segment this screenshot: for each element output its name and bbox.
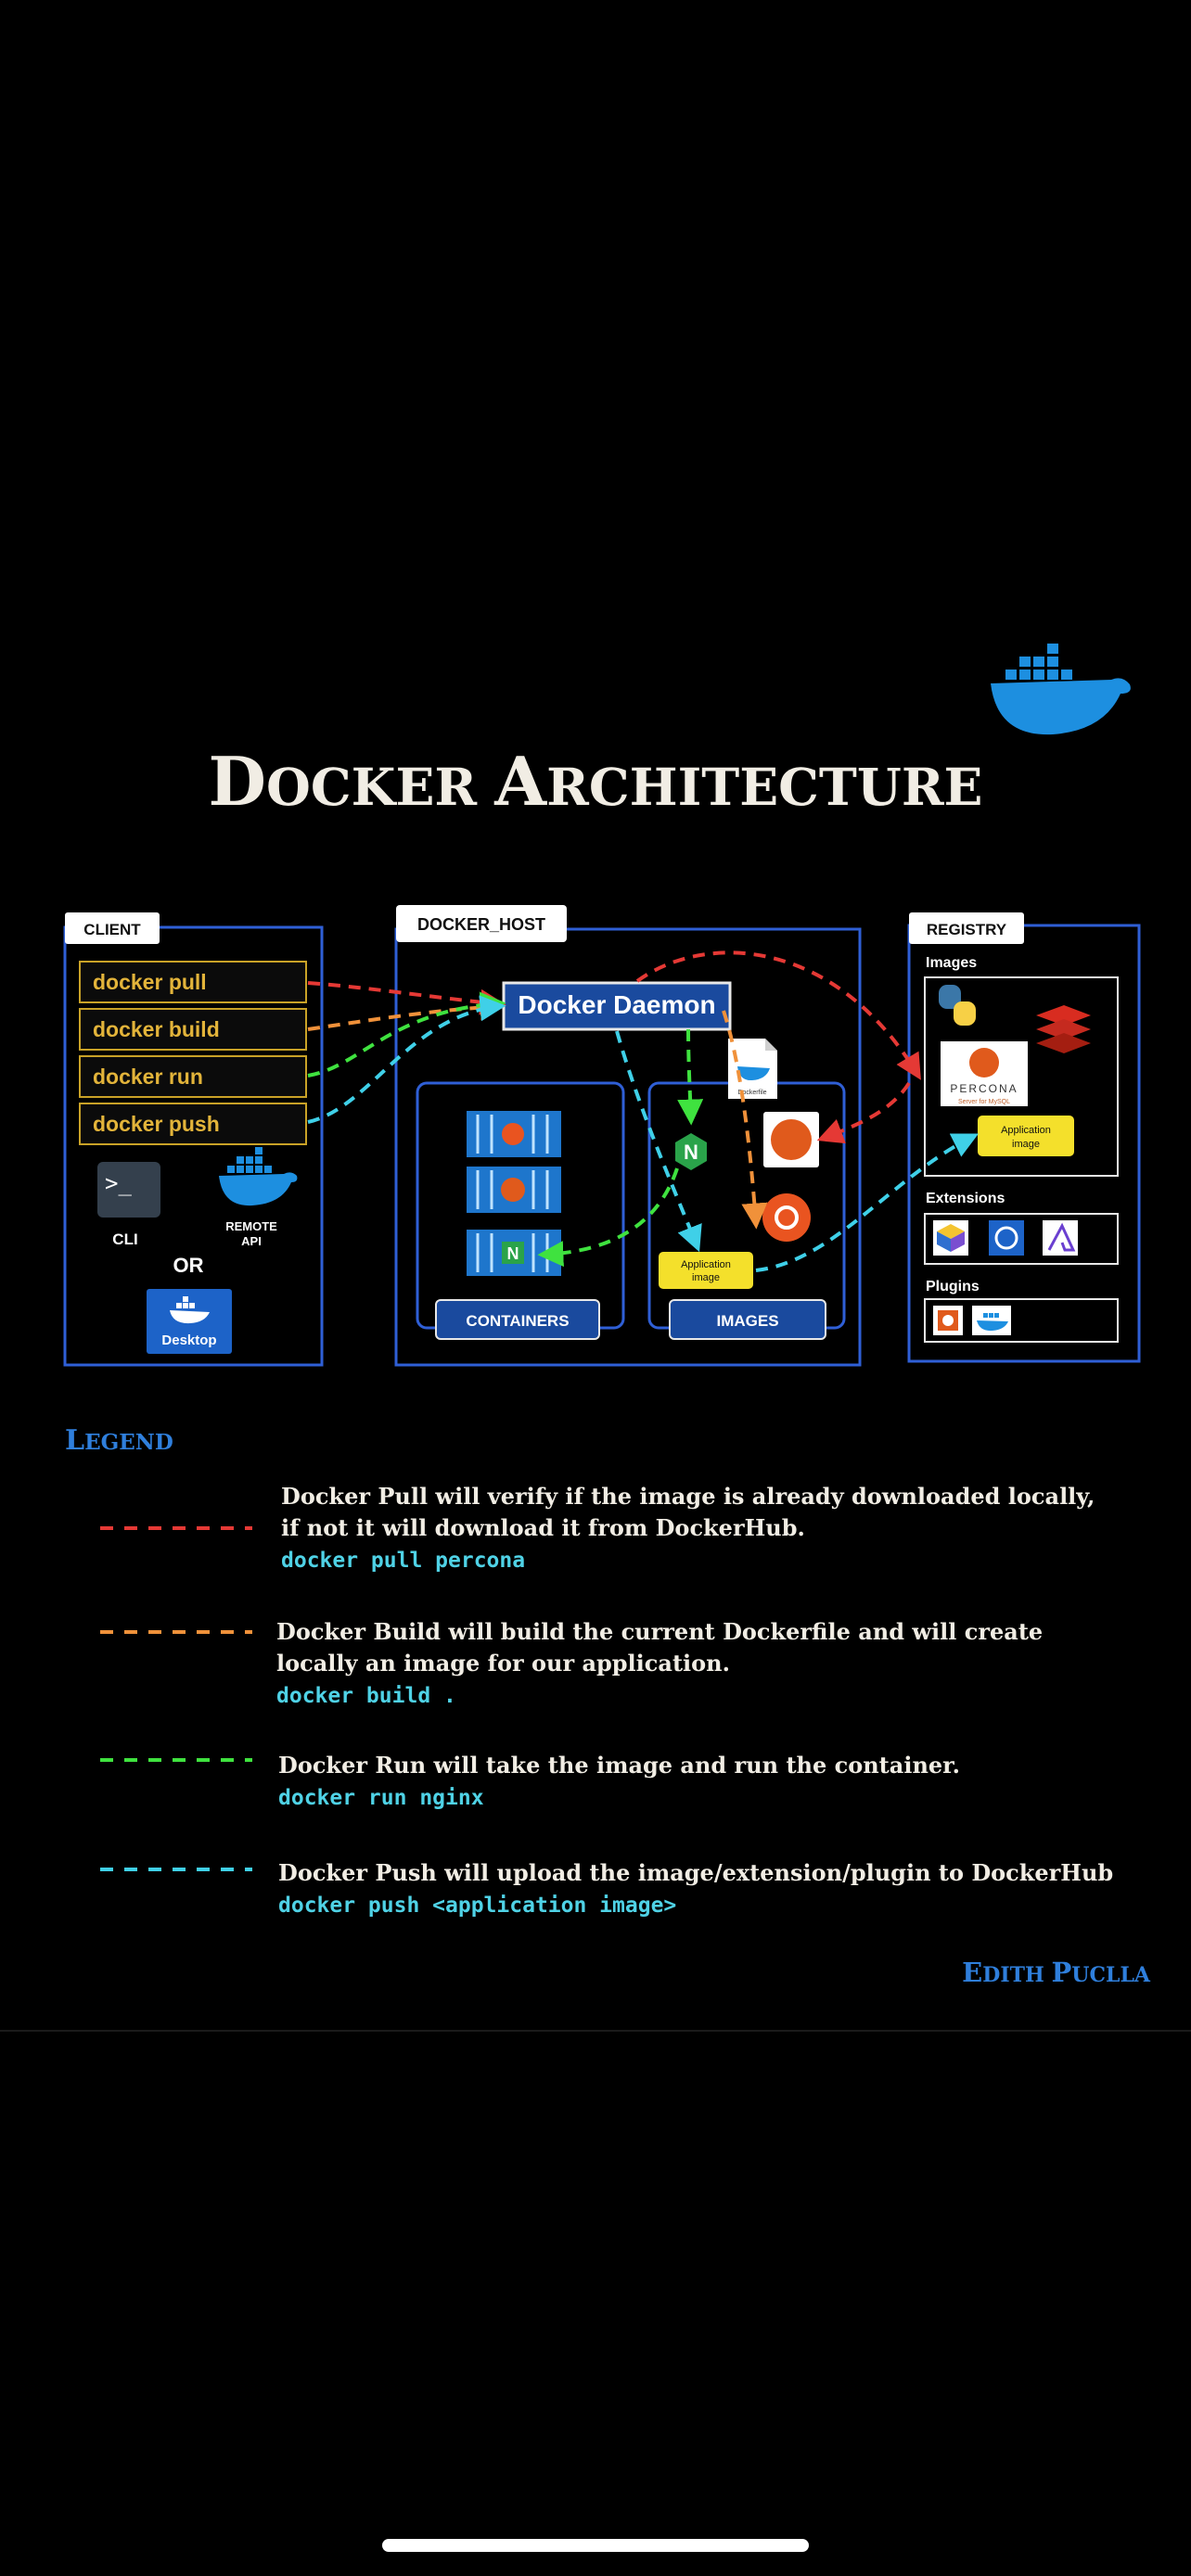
build-arrow-daemon-images [722,1010,768,1230]
docker-host-label: DOCKER_HOST [417,915,545,934]
push-arrow-daemon-images [615,1030,702,1253]
svg-text:docker build: docker build [93,1017,220,1041]
registry-extensions-label: Extensions [926,1191,1005,1206]
legend-title: LEGEND [65,1424,173,1457]
pull-arrow-daemon-registry [635,950,921,1080]
svg-text:image: image [692,1272,720,1283]
nginx-image-icon: N [675,1133,707,1170]
svg-text:Docker Build will build the cu: Docker Build will build the current Dock… [276,1618,1043,1645]
svg-text:docker pull: docker pull [93,970,207,994]
svg-text:docker run: docker run [93,1065,203,1089]
container-server-2 [467,1167,561,1213]
ubuntu-image-icon [762,1193,811,1242]
svg-text:N: N [684,1141,698,1164]
legend-entry-build: Docker Build will build the current Dock… [100,1618,1043,1708]
extension-triangle-icon [1043,1220,1078,1256]
registry-plugins-label: Plugins [926,1279,980,1294]
docker-whale-logo [991,644,1131,735]
remote-api-whale-icon [219,1147,298,1206]
command-docker-pull[interactable]: docker pull [79,961,307,1003]
docker-daemon-box[interactable]: Docker Daemon [502,981,732,1031]
ubuntu-icon [502,1123,524,1145]
pull-arrow-registry-images [816,1081,911,1144]
flow-arrows [307,950,980,1272]
svg-text:Docker Run will take the image: Docker Run will take the image and run t… [278,1752,960,1779]
push-arrow-images-registry [755,1133,980,1272]
registry-panel: REGISTRY [907,912,1141,1363]
plugin-gear-icon [933,1306,963,1335]
images-button[interactable]: IMAGES [669,1299,826,1340]
svg-text:Server for MySQL: Server for MySQL [958,1099,1010,1105]
extension-cube-icon [933,1220,968,1256]
svg-text:image: image [1012,1139,1040,1150]
percona-image-icon [763,1112,819,1167]
svg-text:docker push: docker push [93,1112,220,1136]
docker-desktop-tile[interactable]: Desktop [147,1289,232,1354]
svg-text:Dockerfile: Dockerfile [737,1090,766,1096]
svg-text:locally an image for our appli: locally an image for our application. [276,1650,730,1677]
container-server-1 [467,1111,561,1157]
dockerfile-icon: Dockerfile [728,1039,777,1099]
svg-text:docker pull percona: docker pull percona [281,1549,525,1573]
svg-text:docker run nginx: docker run nginx [278,1786,484,1810]
redis-icon [1036,1005,1091,1053]
terminal-icon: >_ [97,1162,160,1218]
application-image-registry: Application image [978,1116,1074,1156]
legend-entry-push: Docker Push will upload the image/extens… [100,1859,1113,1918]
run-arrow-daemon-images [677,1028,704,1126]
cli-label: CLI [112,1231,137,1248]
docker-host-panel: DOCKER_HOST [394,905,862,1367]
percona-icon [501,1178,525,1202]
legend-entry-run: Docker Run will take the image and run t… [100,1752,960,1810]
svg-text:docker push <application image: docker push <application image> [278,1894,676,1918]
svg-text:>_: >_ [105,1170,132,1196]
svg-text:PERCONA: PERCONA [950,1082,1018,1095]
author-credit: EDITH PUCLLA [962,1957,1151,1988]
or-label: OR [173,1254,204,1277]
svg-text:N: N [507,1244,519,1263]
remote-api-label-2: API [241,1234,262,1248]
svg-text:Docker Pull will verify if the: Docker Pull will verify if the image is … [281,1483,1095,1510]
pull-arrow-client-daemon [307,981,506,1015]
svg-text:Application: Application [681,1259,731,1270]
desktop-label: Desktop [161,1333,216,1348]
svg-text:IMAGES: IMAGES [716,1312,778,1330]
client-label: CLIENT [83,921,141,938]
percona-registry-icon: PERCONA Server for MySQL [941,1041,1028,1106]
registry-plugins-box [924,1298,1119,1343]
registry-label: REGISTRY [927,921,1007,938]
svg-text:Application: Application [1001,1125,1051,1136]
legend-entry-pull: Docker Pull will verify if the image is … [100,1483,1095,1573]
build-arrow-client-daemon [307,994,506,1031]
svg-text:CONTAINERS: CONTAINERS [466,1312,569,1330]
remote-api-label: REMOTE [225,1219,277,1233]
push-arrow-client-daemon [307,995,506,1124]
extension-portainer-icon [989,1220,1024,1256]
registry-images-box [924,976,1119,1177]
container-server-3: N [467,1230,561,1276]
registry-extensions-box [924,1213,1119,1265]
application-image-host: Application image [659,1252,753,1289]
svg-text:if not it will download it fro: if not it will download it from DockerHu… [281,1514,805,1541]
nginx-icon [502,1242,524,1264]
page-title: DOCKER ARCHITECTURE [209,742,983,821]
home-indicator[interactable] [382,2539,809,2552]
plugin-docker-icon [972,1306,1011,1335]
containers-button[interactable]: CONTAINERS [435,1299,600,1340]
registry-images-label: Images [926,955,977,971]
svg-text:Docker Daemon: Docker Daemon [518,990,715,1019]
run-arrow-images-containers [537,1167,679,1268]
run-arrow-client-daemon [307,991,506,1078]
command-docker-push[interactable]: docker push [79,1103,307,1145]
python-icon [939,985,976,1026]
command-docker-build[interactable]: docker build [79,1008,307,1051]
svg-text:Docker Push will upload the im: Docker Push will upload the image/extens… [278,1859,1113,1886]
command-docker-run[interactable]: docker run [79,1055,307,1098]
svg-text:docker build .: docker build . [276,1684,456,1708]
client-panel: CLIENT [63,912,324,1367]
